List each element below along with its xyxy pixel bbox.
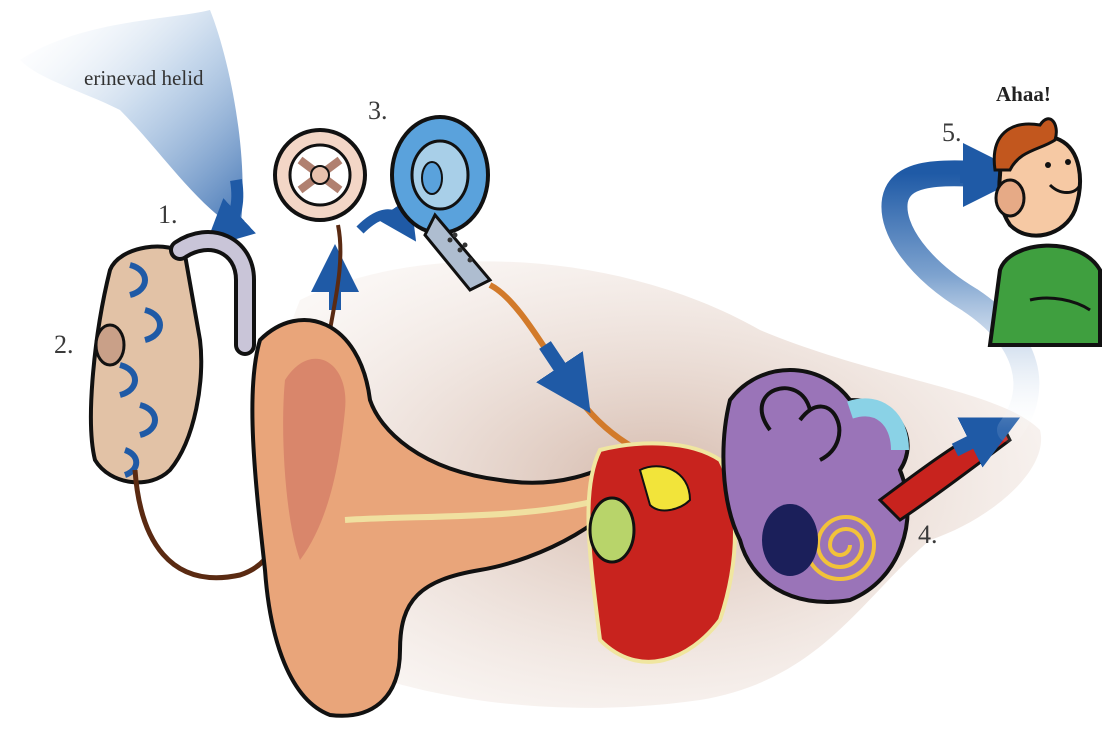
cochlea: [723, 370, 907, 602]
sound-caption: erinevad helid: [84, 66, 204, 91]
arrow-icon-to-receiver: [360, 214, 405, 230]
step-2-label: 2.: [54, 330, 74, 360]
transmitter-coil: [275, 130, 365, 220]
happy-person: [990, 119, 1100, 345]
step-1-label: 1.: [158, 200, 178, 230]
middle-ear: [588, 443, 735, 661]
step-4-label: 4.: [918, 520, 938, 550]
step-3-label: 3.: [368, 96, 388, 126]
sound-waves-cone: [20, 10, 243, 230]
step-5-label: 5.: [942, 118, 962, 148]
speech-processor: [91, 241, 276, 578]
exclamation-label: Ahaa!: [996, 82, 1051, 107]
